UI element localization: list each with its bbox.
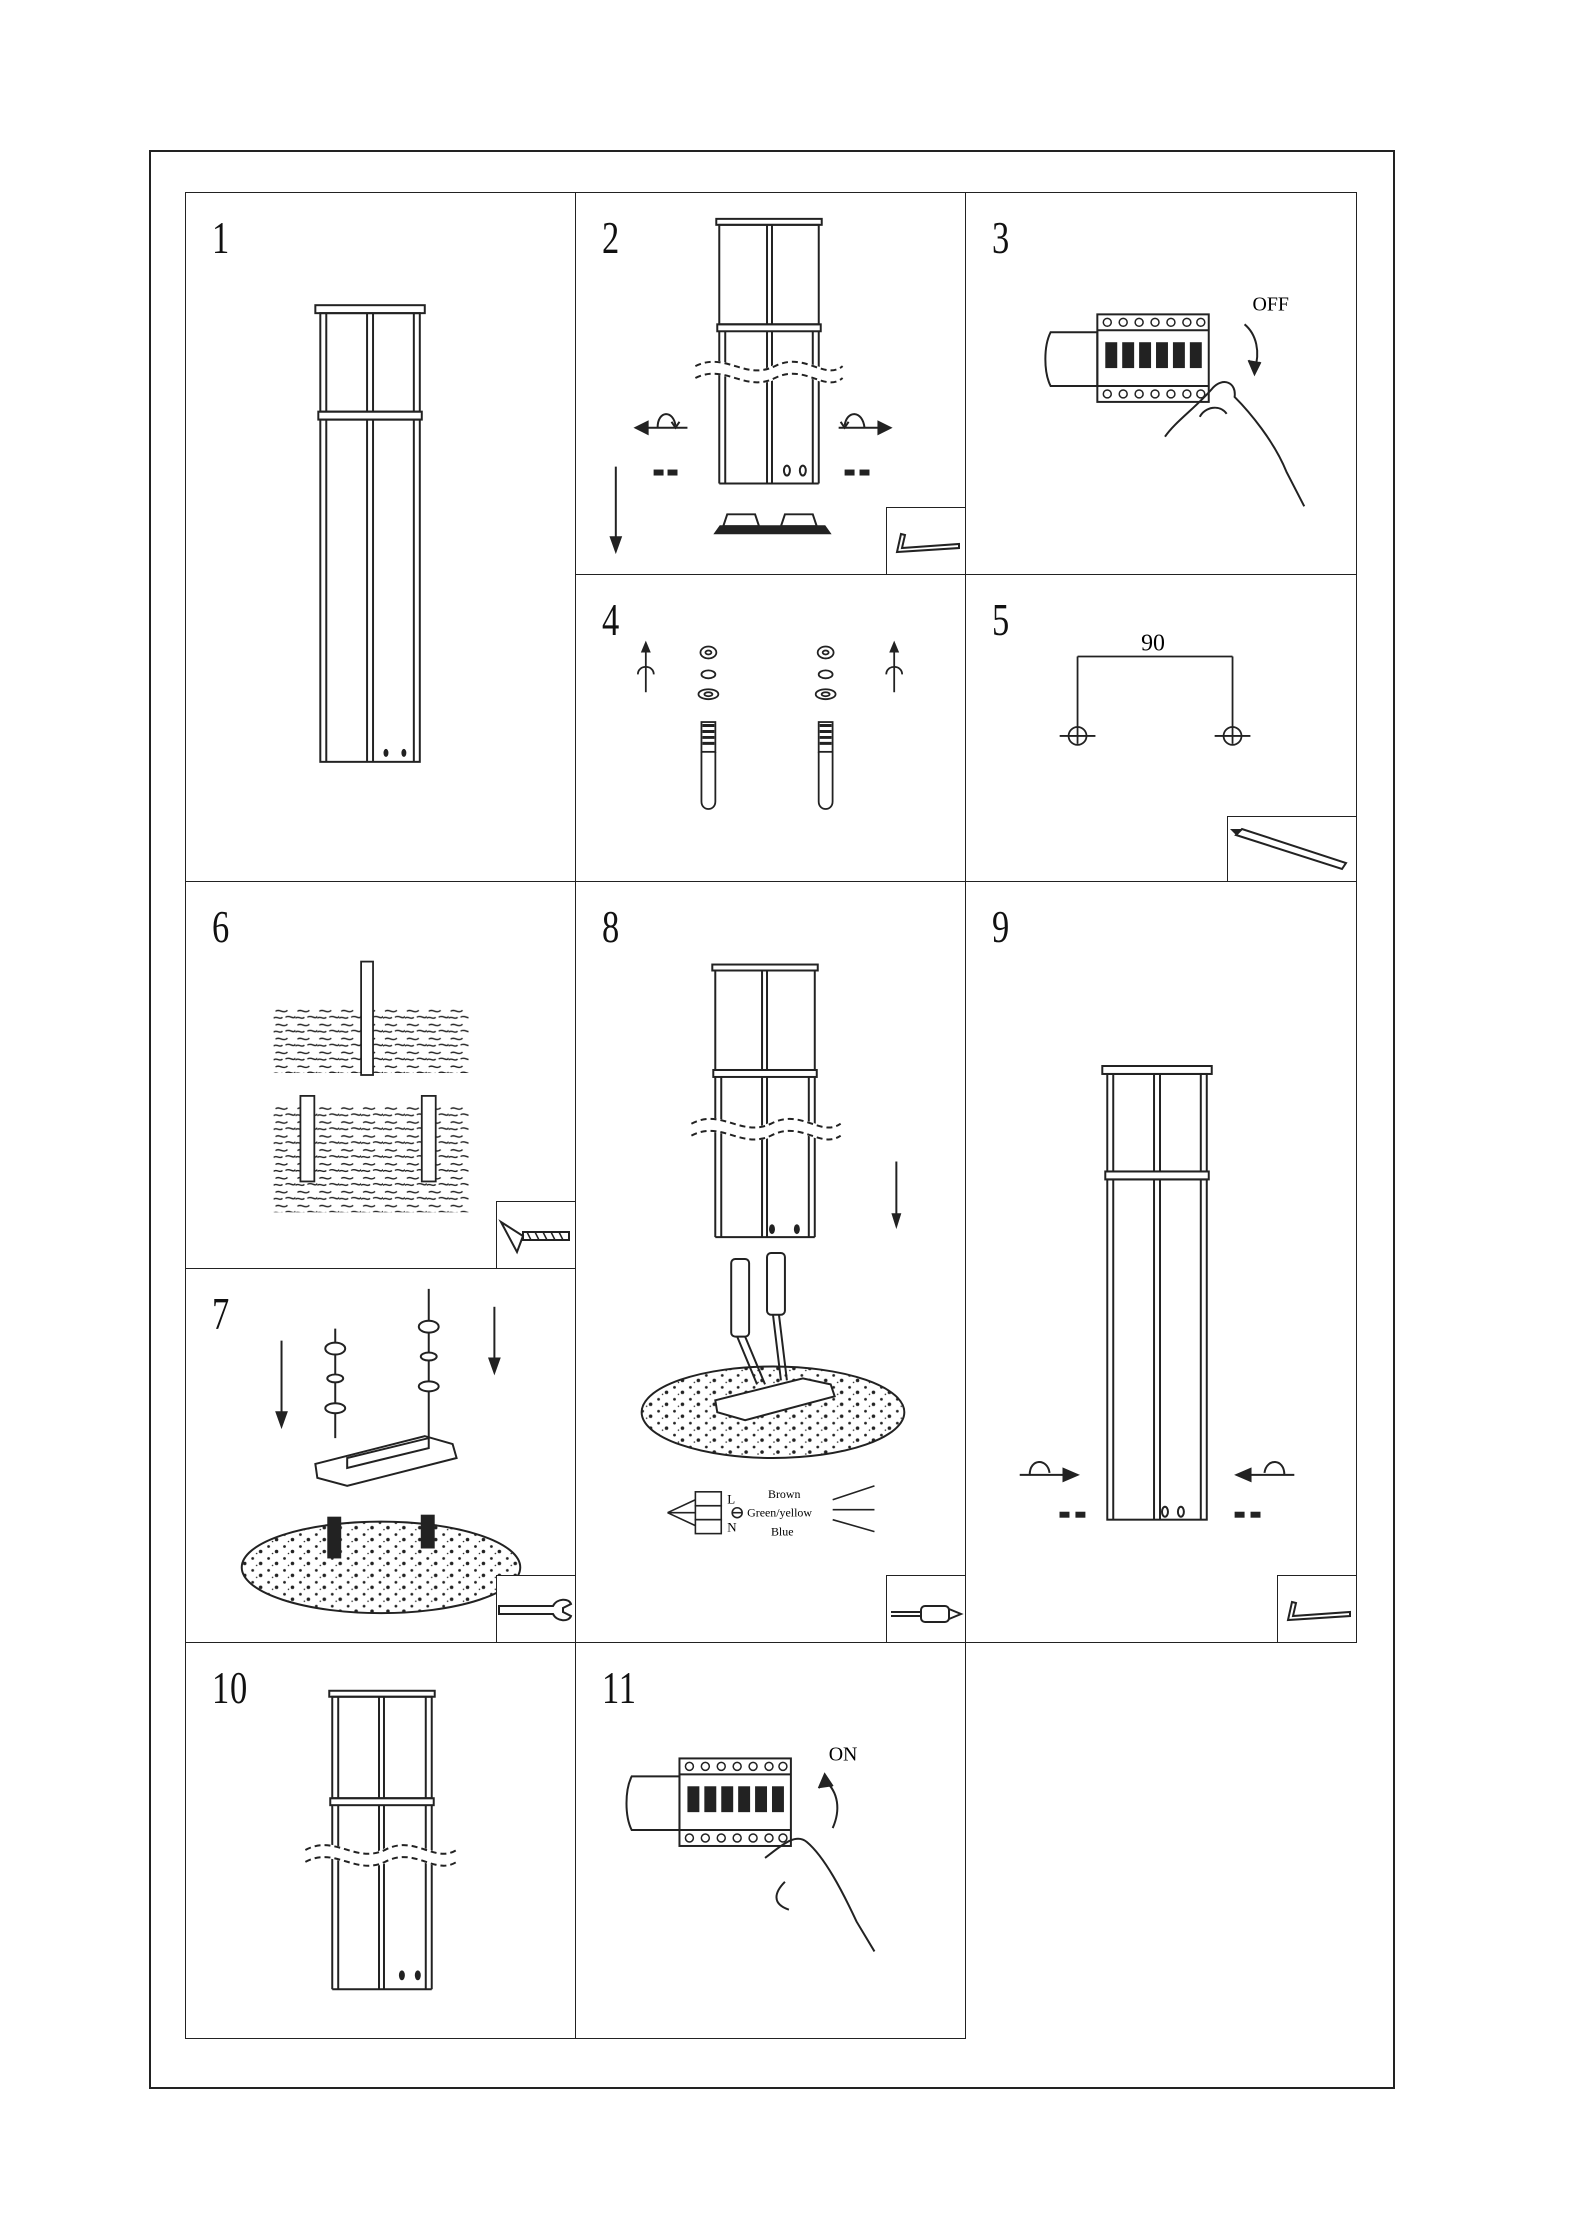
- terminal-l-label: L: [727, 1492, 735, 1507]
- bollard-light-illustration: [186, 193, 575, 881]
- step-8-panel: 8: [575, 881, 966, 1643]
- step-9-panel: 9: [965, 881, 1357, 1643]
- step-5-panel: 5 90: [965, 574, 1357, 882]
- tool-box: [496, 1575, 575, 1642]
- wrench-icon: [497, 1576, 575, 1642]
- step-3-panel: 3 OFF: [965, 192, 1357, 575]
- step-1-panel: 1: [185, 192, 576, 882]
- screwdriver-icon: [887, 1576, 965, 1642]
- drill-distance-label: 90: [1141, 631, 1165, 657]
- tool-box: [496, 1201, 575, 1268]
- tool-box: [1227, 816, 1356, 881]
- switch-on-label: ON: [829, 1743, 858, 1765]
- hex-key-icon: [1278, 1576, 1356, 1642]
- tool-box: [1277, 1575, 1356, 1642]
- assembled-bollard-illustration: [186, 1643, 575, 2038]
- terminal-n-label: N: [727, 1520, 737, 1535]
- step-6-panel: 6: [185, 881, 576, 1269]
- drill-bit-icon: [497, 1202, 575, 1268]
- step-7-panel: 7: [185, 1268, 576, 1643]
- step-10-panel: 10: [185, 1642, 576, 2039]
- remove-anchor-bolts-illustration: [576, 575, 965, 881]
- tool-box: [886, 1575, 965, 1642]
- switch-off-label: OFF: [1253, 293, 1289, 315]
- step-11-panel: 11 ON: [575, 1642, 966, 2039]
- switch-off-power-illustration: OFF: [966, 193, 1356, 574]
- wire-green-yellow-label: Green/yellow: [747, 1506, 812, 1520]
- connect-wiring-illustration: L N Brown Green/yellow Blue: [576, 882, 965, 1642]
- wire-blue-label: Blue: [771, 1525, 794, 1539]
- mount-bollard-illustration: [966, 882, 1356, 1642]
- hex-key-icon: [887, 508, 965, 574]
- step-4-panel: 4: [575, 574, 966, 882]
- switch-on-power-illustration: ON: [576, 1643, 965, 2038]
- step-2-panel: 2: [575, 192, 966, 575]
- pencil-icon: [1228, 817, 1356, 881]
- tool-box: [886, 507, 965, 574]
- wire-brown-label: Brown: [768, 1487, 800, 1501]
